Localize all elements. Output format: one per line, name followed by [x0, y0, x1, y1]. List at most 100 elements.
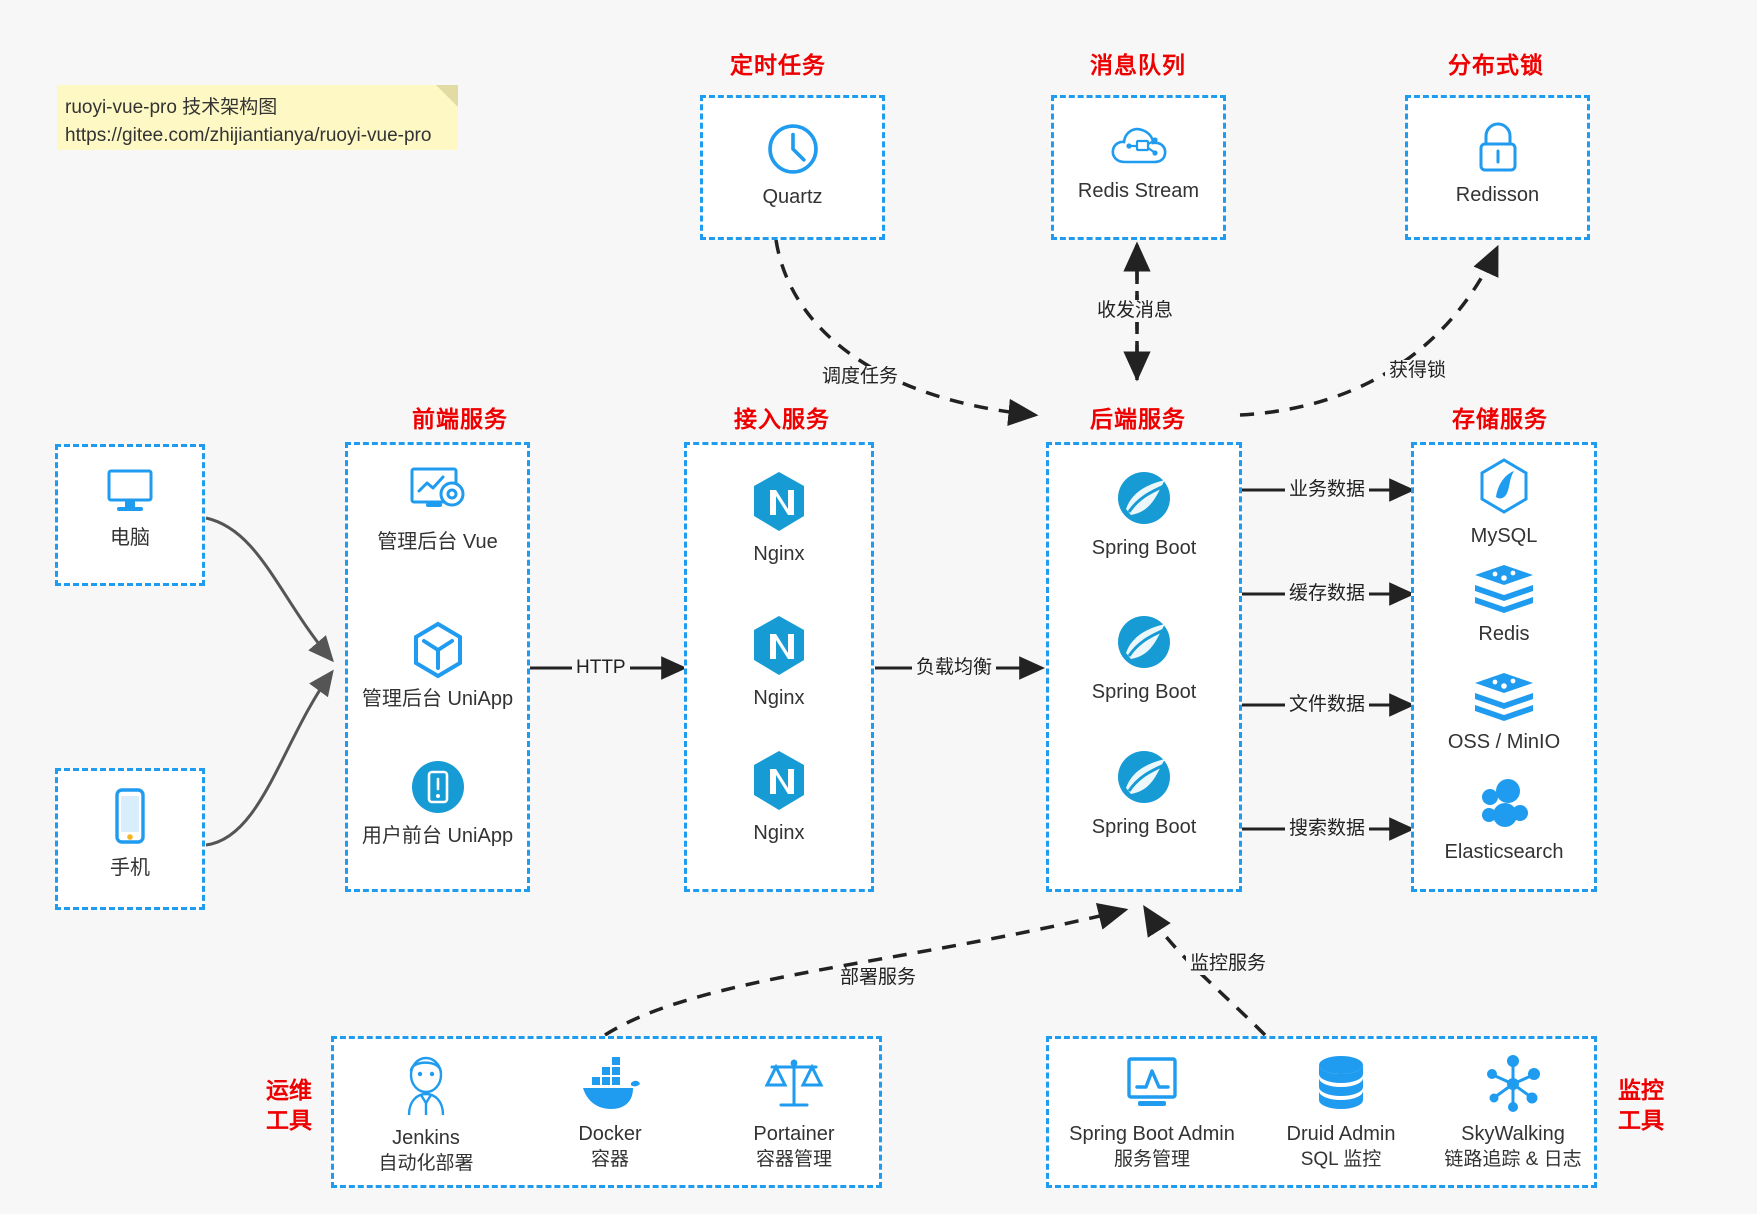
group-title-monitor: 监控 工具 — [1610, 1075, 1672, 1135]
node-sublabel: 服务管理 — [1113, 1149, 1190, 1170]
group-title-storage: 存储服务 — [1452, 406, 1548, 432]
node-label: Druid Admin — [1286, 1123, 1396, 1145]
database-cylinder-icon — [1319, 1056, 1363, 1109]
docker-whale-icon — [583, 1057, 640, 1109]
node-label: Elasticsearch — [1444, 841, 1564, 863]
group-title-scheduler: 定时任务 — [730, 52, 826, 78]
node-oss-minio[interactable]: OSS / MinIO — [1414, 671, 1594, 755]
group-client-desktop: 电脑 — [55, 444, 205, 586]
node-label: SkyWalking — [1461, 1123, 1565, 1145]
clock-icon — [767, 124, 818, 174]
node-admin-uniapp[interactable]: 管理后台 UniApp — [348, 620, 527, 712]
edge-label-http: HTTP — [572, 657, 630, 679]
group-title-frontend: 前端服务 — [412, 406, 508, 432]
node-label: Portainer — [753, 1123, 835, 1145]
nginx-icon — [754, 616, 804, 675]
schedule-task-connector — [774, 239, 1039, 427]
group-backend: Spring Boot Spring Boot Spring Boot — [1046, 442, 1242, 892]
note-url: https://gitee.com/zhijiantianya/ruoyi-vu… — [65, 125, 432, 146]
node-desktop[interactable]: 电脑 — [58, 465, 202, 551]
node-elasticsearch[interactable]: Elasticsearch — [1414, 775, 1594, 865]
node-user-uniapp[interactable]: 用户前台 UniApp — [348, 757, 527, 849]
node-nginx-3[interactable]: Nginx — [687, 748, 871, 846]
devops-title-line1: 运维 — [266, 1077, 312, 1103]
node-label: Spring Boot Admin — [1069, 1123, 1235, 1145]
node-label: 用户前台 UniApp — [361, 825, 514, 847]
group-title-mq: 消息队列 — [1090, 52, 1186, 78]
group-scheduler: Quartz — [700, 95, 885, 240]
redis-stack-icon — [1475, 673, 1533, 721]
node-mysql[interactable]: MySQL — [1414, 457, 1594, 549]
node-spring-boot-1[interactable]: Spring Boot — [1049, 467, 1239, 561]
edge-label-business-data: 业务数据 — [1285, 479, 1370, 501]
nginx-icon — [754, 751, 804, 810]
scales-icon — [764, 1059, 824, 1107]
smartphone-icon — [115, 788, 145, 844]
edge-label-monitor-service: 监控服务 — [1186, 953, 1271, 975]
devops-title-line2: 工具 — [266, 1107, 312, 1133]
node-label: Nginx — [753, 687, 805, 709]
node-druid-admin[interactable]: Druid Admin SQL 监控 — [1255, 1053, 1427, 1172]
group-devops: Jenkins 自动化部署 Docker 容器 — [331, 1036, 882, 1188]
client-to-frontend-connectors — [205, 516, 334, 847]
node-redis[interactable]: Redis — [1414, 563, 1594, 647]
node-label: 手机 — [110, 857, 150, 879]
node-label: Nginx — [753, 543, 805, 565]
node-redis-stream[interactable]: Redis Stream — [1054, 120, 1223, 204]
node-sublabel: SQL 监控 — [1300, 1149, 1382, 1170]
node-sublabel: 容器管理 — [755, 1149, 832, 1170]
node-nginx-1[interactable]: Nginx — [687, 469, 871, 567]
node-label: Nginx — [753, 822, 805, 844]
edge-label-send-receive-message: 收发消息 — [1093, 300, 1178, 322]
acquire-lock-connector — [1239, 244, 1499, 417]
mysql-dolphin-icon — [1480, 458, 1528, 514]
edge-label-acquire-lock: 获得锁 — [1385, 360, 1451, 382]
node-label: OSS / MinIO — [1447, 731, 1561, 753]
group-title-backend: 后端服务 — [1090, 406, 1186, 432]
edge-label-file-data: 文件数据 — [1285, 694, 1370, 716]
group-mq: Redis Stream — [1051, 95, 1226, 240]
node-label: Quartz — [762, 186, 823, 208]
node-spring-boot-3[interactable]: Spring Boot — [1049, 746, 1239, 840]
edge-label-load-balance: 负载均衡 — [912, 657, 997, 679]
redis-stack-icon — [1475, 565, 1533, 613]
node-spring-boot-2[interactable]: Spring Boot — [1049, 611, 1239, 705]
node-sublabel: 链路追踪 & 日志 — [1444, 1149, 1582, 1170]
node-label: Redisson — [1455, 184, 1540, 206]
edge-label-schedule-task: 调度任务 — [818, 366, 903, 388]
edge-label-deploy-service: 部署服务 — [836, 967, 921, 989]
dashboard-settings-icon — [410, 467, 464, 507]
node-sublabel: 自动化部署 — [378, 1153, 474, 1174]
node-admin-vue[interactable]: 管理后台 Vue — [348, 465, 527, 555]
node-sublabel: 容器 — [590, 1149, 629, 1170]
group-title-devops: 运维 工具 — [258, 1075, 320, 1135]
group-gateway: Nginx Nginx Nginx — [684, 442, 874, 892]
node-docker[interactable]: Docker 容器 — [518, 1053, 702, 1172]
edge-label-cache-data: 缓存数据 — [1285, 583, 1370, 605]
backend-to-storage-connectors — [1242, 478, 1416, 841]
node-label: Redis Stream — [1077, 180, 1200, 202]
group-frontend: 管理后台 Vue 管理后台 UniApp 用户前台 UniApp — [345, 442, 530, 892]
mobile-circle-icon — [411, 761, 464, 813]
group-monitor: Spring Boot Admin 服务管理 Druid Admin SQL 监… — [1046, 1036, 1597, 1188]
jenkins-butler-icon — [407, 1056, 445, 1116]
monitor-chart-icon — [1127, 1057, 1177, 1106]
edge-label-search-data: 搜索数据 — [1285, 818, 1370, 840]
node-label: Docker — [578, 1123, 642, 1145]
node-skywalking[interactable]: SkyWalking 链路追踪 & 日志 — [1427, 1053, 1599, 1172]
node-portainer[interactable]: Portainer 容器管理 — [702, 1053, 886, 1172]
node-label: Spring Boot — [1091, 816, 1197, 838]
group-lock: Redisson — [1405, 95, 1590, 240]
node-nginx-2[interactable]: Nginx — [687, 613, 871, 711]
node-jenkins[interactable]: Jenkins 自动化部署 — [334, 1053, 518, 1176]
node-quartz[interactable]: Quartz — [703, 120, 882, 210]
node-label: 管理后台 Vue — [377, 531, 498, 553]
node-mobile[interactable]: 手机 — [58, 787, 202, 881]
node-label: Spring Boot — [1091, 681, 1197, 703]
node-spring-boot-admin[interactable]: Spring Boot Admin 服务管理 — [1049, 1053, 1255, 1172]
spring-leaf-icon — [1118, 472, 1170, 524]
diagram-note: ruoyi-vue-pro 技术架构图 https://gitee.com/zh… — [57, 85, 458, 150]
node-redisson[interactable]: Redisson — [1408, 120, 1587, 208]
group-storage: MySQL Redis — [1411, 442, 1597, 892]
